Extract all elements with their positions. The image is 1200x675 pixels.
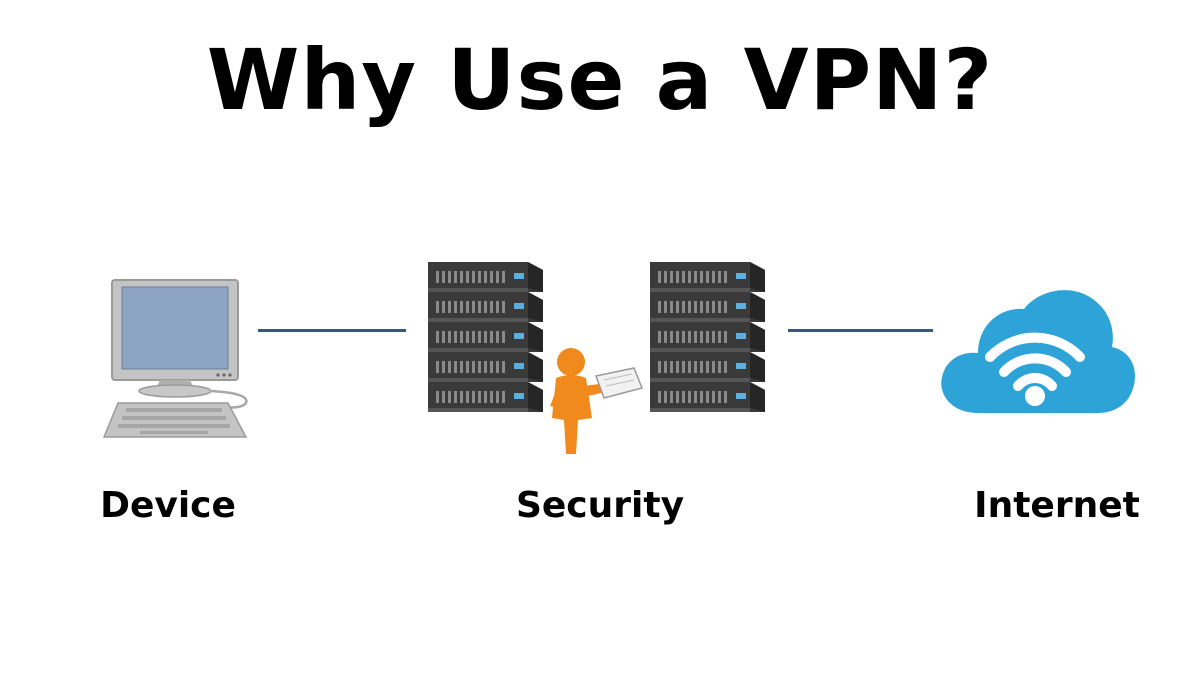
person-with-clipboard	[550, 348, 614, 454]
diagram-title: Why Use a VPN?	[206, 31, 994, 129]
vpn-servers-icon	[428, 262, 765, 454]
internet-label: Internet	[974, 485, 1140, 526]
wifi-cloud-icon	[941, 290, 1136, 413]
desktop-computer-icon	[102, 279, 248, 438]
device-label: Device	[100, 485, 236, 526]
security-label: Security	[515, 485, 685, 526]
security-internet-connector	[788, 329, 933, 332]
device-security-connector	[258, 329, 406, 332]
